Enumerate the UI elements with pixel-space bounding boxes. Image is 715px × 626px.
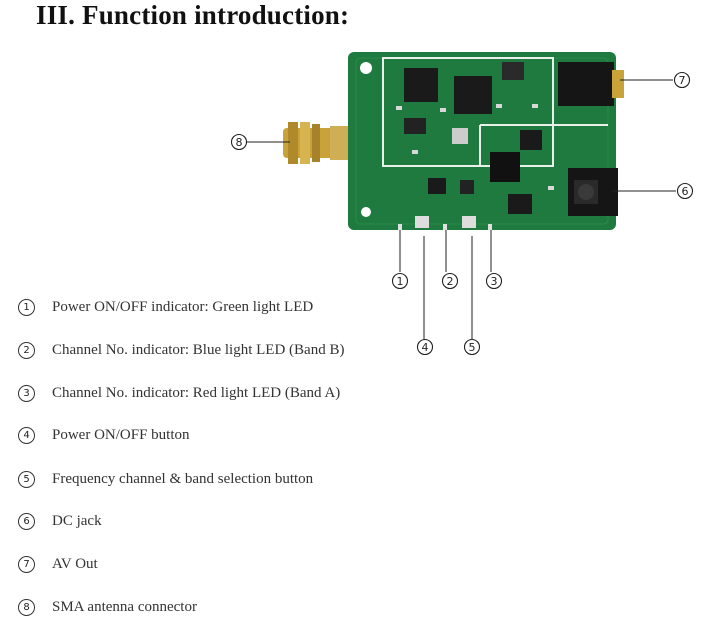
item-label: Power ON/OFF indicator: Green light LED: [52, 298, 314, 315]
item-number: 2: [18, 341, 35, 359]
channel-button: [462, 216, 476, 228]
dc-jack: [568, 168, 618, 216]
item-label: Frequency channel & band selection butto…: [52, 470, 314, 487]
av-out-jack: [558, 62, 624, 106]
item-label: Channel No. indicator: Red light LED (Ba…: [52, 384, 341, 401]
lower-callouts: 4 5: [416, 300, 481, 356]
power-button: [415, 216, 429, 228]
item-number: 3: [18, 384, 35, 402]
callout-8: 8: [236, 136, 243, 149]
item-number: 6: [18, 512, 35, 530]
sma-connector: [283, 122, 356, 164]
item-label: SMA antenna connector: [52, 598, 197, 615]
item-number: 1: [18, 298, 35, 316]
item-number: 7: [18, 555, 35, 573]
list-item: 2 Channel No. indicator: Blue light LED …: [18, 339, 344, 361]
list-item: 4 Power ON/OFF button: [18, 424, 190, 446]
callout-7: 7: [679, 74, 686, 87]
item-label: Power ON/OFF button: [52, 426, 190, 443]
item-label: Channel No. indicator: Blue light LED (B…: [52, 341, 345, 358]
list-item: 6 DC jack: [18, 510, 102, 532]
item-number: 4: [18, 426, 35, 444]
page-title: III. Function introduction:: [36, 0, 350, 30]
callout-1: 1: [397, 275, 404, 288]
callout-4: 4: [422, 341, 429, 354]
callout-5: 5: [469, 341, 476, 354]
item-number: 5: [18, 470, 35, 488]
item-label: AV Out: [52, 555, 98, 572]
list-item: 3 Channel No. indicator: Red light LED (…: [18, 382, 340, 404]
item-number: 8: [18, 598, 35, 616]
list-item: 5 Frequency channel & band selection but…: [18, 468, 313, 490]
callout-6: 6: [682, 185, 689, 198]
callout-3: 3: [491, 275, 498, 288]
item-label: DC jack: [52, 512, 102, 529]
callout-2: 2: [447, 275, 454, 288]
list-item: 1 Power ON/OFF indicator: Green light LE…: [18, 296, 313, 318]
list-item: 7 AV Out: [18, 553, 98, 575]
pcb-diagram: 8 7 6 1 2 3: [230, 52, 694, 300]
list-item: 8 SMA antenna connector: [18, 596, 197, 618]
